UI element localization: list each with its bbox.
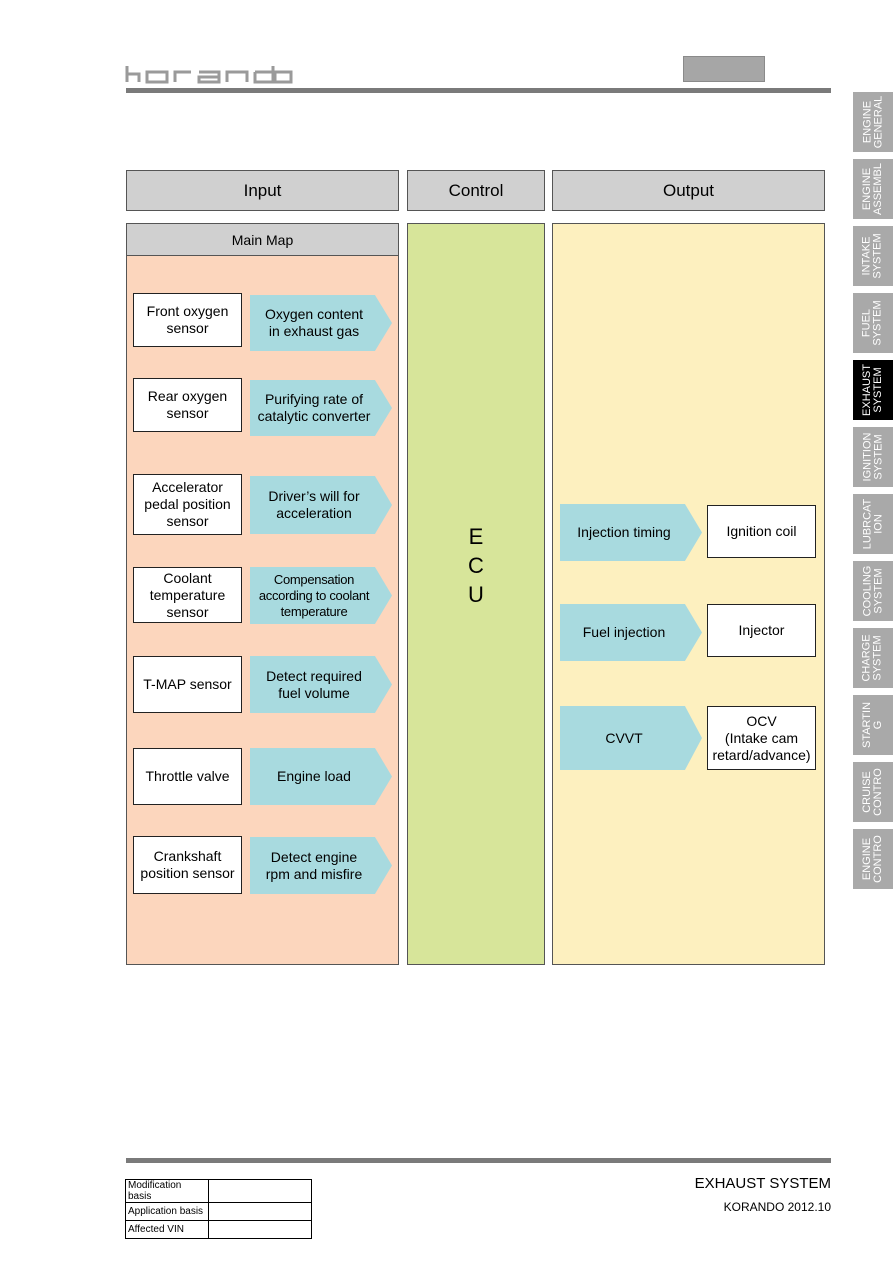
signal-arrow-engine-load: Engine load: [250, 748, 392, 805]
sensor-tmap: T-MAP sensor: [133, 656, 242, 713]
side-tab-fuel-system[interactable]: FUEL SYSTEM: [853, 293, 893, 353]
signal-arrow-oxygen-content: Oxygen content in exhaust gas: [250, 295, 392, 351]
signal-arrow-coolant-compensation: Compensation according to coolant temper…: [250, 567, 392, 624]
application-basis-label: Application basis: [125, 1202, 209, 1221]
input-header: Input: [126, 170, 399, 211]
sensor-coolant-temperature: Coolant temperature sensor: [133, 567, 242, 623]
korando-logo: [125, 60, 295, 86]
output-arrow-cvvt: CVVT: [560, 706, 702, 770]
output-arrow-fuel-injection: Fuel injection: [560, 604, 702, 661]
footer-title: EXHAUST SYSTEM: [694, 1175, 831, 1192]
output-arrow-injection-timing: Injection timing: [560, 504, 702, 561]
side-tab-ignition-system[interactable]: IGNITION SYSTEM: [853, 427, 893, 487]
ecu-letter-e: E: [468, 524, 484, 549]
signal-arrow-fuel-volume: Detect required fuel volume: [250, 656, 392, 713]
ecu-letter-c: C: [468, 553, 484, 578]
affected-vin-label: Affected VIN: [125, 1220, 209, 1239]
table-row: Affected VIN: [125, 1220, 312, 1239]
device-ocv: OCV (Intake cam retard/advance): [707, 706, 816, 770]
table-row: Modification basis: [125, 1179, 312, 1203]
sensor-accelerator-pedal: Accelerator pedal position sensor: [133, 474, 242, 535]
modification-table: Modification basis Application basis Aff…: [125, 1179, 312, 1239]
device-ignition-coil: Ignition coil: [707, 505, 816, 558]
footer-rule: [126, 1158, 831, 1163]
side-tab-charge-system[interactable]: CHARGE SYSTEM: [853, 628, 893, 688]
modification-basis-label: Modification basis: [125, 1179, 209, 1203]
signal-arrow-rpm-misfire: Detect engine rpm and misfire: [250, 837, 392, 894]
side-tab-cruise-control[interactable]: CRUISE CONTRO: [853, 762, 893, 822]
application-basis-value: [208, 1202, 312, 1221]
side-tab-lubrication[interactable]: LUBRCAT ION: [853, 494, 893, 554]
signal-arrow-purifying-rate: Purifying rate of catalytic converter: [250, 380, 392, 436]
side-tab-engine-control[interactable]: ENGINE CONTRO: [853, 829, 893, 889]
side-tab-exhaust-system[interactable]: EXHAUST SYSTEM: [853, 360, 893, 420]
main-map-header: Main Map: [126, 223, 399, 256]
header-rule: [126, 88, 831, 93]
sensor-crankshaft-position: Crankshaft position sensor: [133, 836, 242, 894]
side-tab-intake-system[interactable]: INTAKE SYSTEM: [853, 226, 893, 286]
control-panel: [407, 223, 545, 965]
ecu-label: E C U: [407, 522, 545, 622]
sensor-rear-oxygen: Rear oxygen sensor: [133, 378, 242, 432]
modification-basis-value: [208, 1179, 312, 1203]
signal-arrow-driver-will: Driver’s will for acceleration: [250, 476, 392, 534]
sensor-front-oxygen: Front oxygen sensor: [133, 293, 242, 347]
footer-subtitle: KORANDO 2012.10: [723, 1200, 831, 1214]
affected-vin-value: [208, 1220, 312, 1239]
control-header: Control: [407, 170, 545, 211]
header-grey-block: [683, 56, 765, 82]
side-tab-engine-assembly[interactable]: ENGINE ASSEMBL: [853, 159, 893, 219]
sensor-throttle-valve: Throttle valve: [133, 748, 242, 805]
side-tab-engine-general[interactable]: ENGINE GENERAL: [853, 92, 893, 152]
device-injector: Injector: [707, 604, 816, 657]
output-panel: [552, 223, 825, 965]
ecu-letter-u: U: [468, 582, 484, 607]
side-tab-starting[interactable]: STARTIN G: [853, 695, 893, 755]
table-row: Application basis: [125, 1202, 312, 1221]
side-tab-cooling-system[interactable]: COOLING SYSTEM: [853, 561, 893, 621]
output-header: Output: [552, 170, 825, 211]
